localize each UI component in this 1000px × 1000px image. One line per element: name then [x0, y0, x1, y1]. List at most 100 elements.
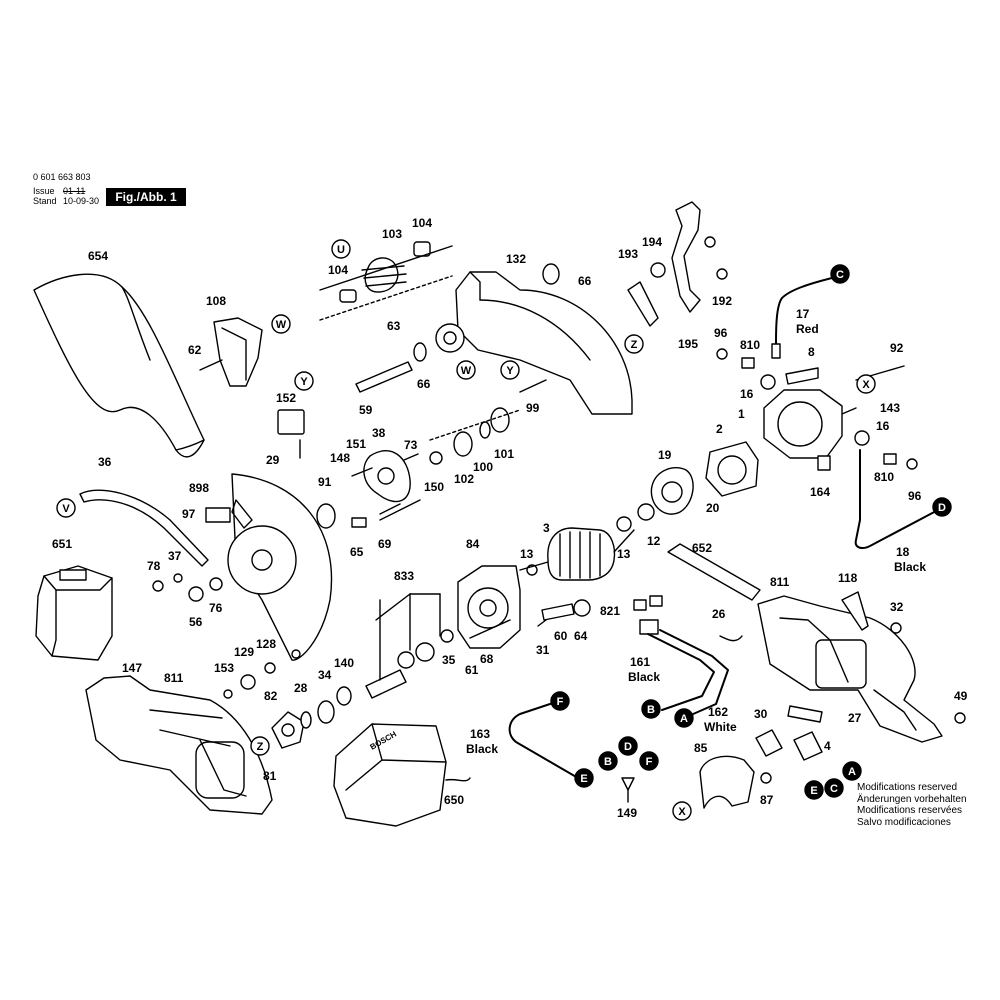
label-69: 69 [378, 537, 392, 551]
label-56: 56 [189, 615, 203, 629]
label-102: 102 [454, 472, 474, 486]
bearing-parts [271, 686, 352, 749]
svg-text:A: A [848, 766, 856, 778]
label-164: 164 [810, 485, 830, 499]
label-76: 76 [209, 601, 223, 615]
clamp-152 [277, 409, 305, 459]
label-63: 63 [387, 319, 401, 333]
label-118: 118 [838, 571, 858, 585]
svg-text:Z: Z [257, 741, 264, 753]
label-13: 13 [520, 547, 534, 561]
upper-blade-guard [435, 271, 633, 415]
lower-guard-and-blade [205, 473, 333, 661]
svg-text:U: U [337, 244, 345, 256]
label-101: 101 [494, 447, 514, 461]
label-811: 811 [770, 575, 790, 589]
label-12: 12 [647, 534, 661, 548]
wire-161-number: 161 [630, 655, 650, 669]
label-68: 68 [480, 652, 494, 666]
label-30: 30 [754, 707, 768, 721]
svg-text:V: V [62, 503, 70, 515]
label-132: 132 [506, 252, 526, 266]
label-650: 650 [444, 793, 464, 807]
label-16: 16 [876, 419, 890, 433]
notice-line: Modifications reserved [857, 782, 958, 793]
svg-text:C: C [830, 783, 838, 795]
svg-text:F: F [646, 756, 653, 768]
label-78: 78 [147, 559, 161, 573]
label-652: 652 [692, 541, 712, 555]
label-84: 84 [466, 537, 480, 551]
label-129: 129 [234, 645, 254, 659]
part-number: 0 601 663 803 [33, 172, 91, 182]
right-housing-811 [757, 595, 943, 743]
label-13: 13 [617, 547, 631, 561]
notice-line: Modifications reservées [857, 805, 963, 816]
switch-parts-bottom [755, 705, 823, 761]
label-92: 92 [890, 341, 904, 355]
callout-Y: Y [500, 360, 520, 380]
svg-text:A: A [680, 713, 688, 725]
callout-V: V [56, 498, 76, 518]
wires-161-162 [647, 629, 729, 719]
label-19: 19 [658, 448, 672, 462]
callout-Z: Z [250, 736, 270, 756]
callout-F: F [639, 751, 659, 771]
label-38: 38 [372, 426, 386, 440]
svg-text:E: E [810, 785, 817, 797]
label-810: 810 [740, 338, 760, 352]
label-150: 150 [424, 480, 444, 494]
label-91: 91 [318, 475, 332, 489]
wire-18-number: 18 [896, 545, 910, 559]
label-26: 26 [712, 607, 726, 621]
callout-F: F [550, 691, 570, 711]
label-66: 66 [578, 274, 592, 288]
label-140: 140 [334, 656, 354, 670]
lever-parts [627, 201, 728, 327]
label-1: 1 [738, 407, 745, 421]
pivot-plate [351, 450, 421, 521]
wire-162-number: 162 [708, 705, 728, 719]
wire-163-color: Black [466, 742, 498, 756]
label-195: 195 [678, 337, 698, 351]
bar-36 [79, 489, 209, 567]
small-parts-118-49 [841, 591, 966, 724]
label-87: 87 [760, 793, 774, 807]
small-parts-128-153 [223, 649, 301, 699]
shaft-59 [355, 263, 560, 393]
stand-value: 10-09-30 [63, 196, 100, 206]
label-151: 151 [346, 437, 366, 451]
svg-text:Z: Z [631, 339, 638, 351]
notice-line: Änderungen vorbehalten [857, 793, 967, 805]
label-62: 62 [188, 343, 202, 357]
label-27: 27 [848, 711, 862, 725]
label-31: 31 [536, 643, 550, 657]
issue-value: 01-11 [63, 186, 86, 196]
label-149: 149 [617, 806, 637, 820]
callout-A: A [674, 708, 694, 728]
label-651: 651 [52, 537, 72, 551]
callout-B: B [598, 751, 618, 771]
wire-18-color: Black [894, 560, 926, 574]
svg-text:B: B [647, 704, 655, 716]
label-73: 73 [404, 438, 418, 452]
svg-text:W: W [461, 365, 472, 377]
label-8: 8 [808, 345, 815, 359]
svg-text:D: D [938, 502, 946, 514]
label-821: 821 [600, 604, 620, 618]
callout-W: W [271, 314, 291, 334]
label-28: 28 [294, 681, 308, 695]
svg-text:Y: Y [300, 376, 308, 388]
black-wire-163 [508, 701, 579, 779]
stand-label: Stand [33, 196, 57, 206]
black-wire-18 [854, 449, 939, 549]
label-148: 148 [330, 451, 350, 465]
label-32: 32 [890, 600, 904, 614]
issue-label: Issue [33, 186, 55, 196]
part-labels: 654 108 62 104 103 104 132 66 63 66 59 9… [52, 216, 968, 820]
cover-85 [621, 755, 772, 809]
label-16: 16 [740, 387, 754, 401]
brush-parts [469, 599, 591, 639]
